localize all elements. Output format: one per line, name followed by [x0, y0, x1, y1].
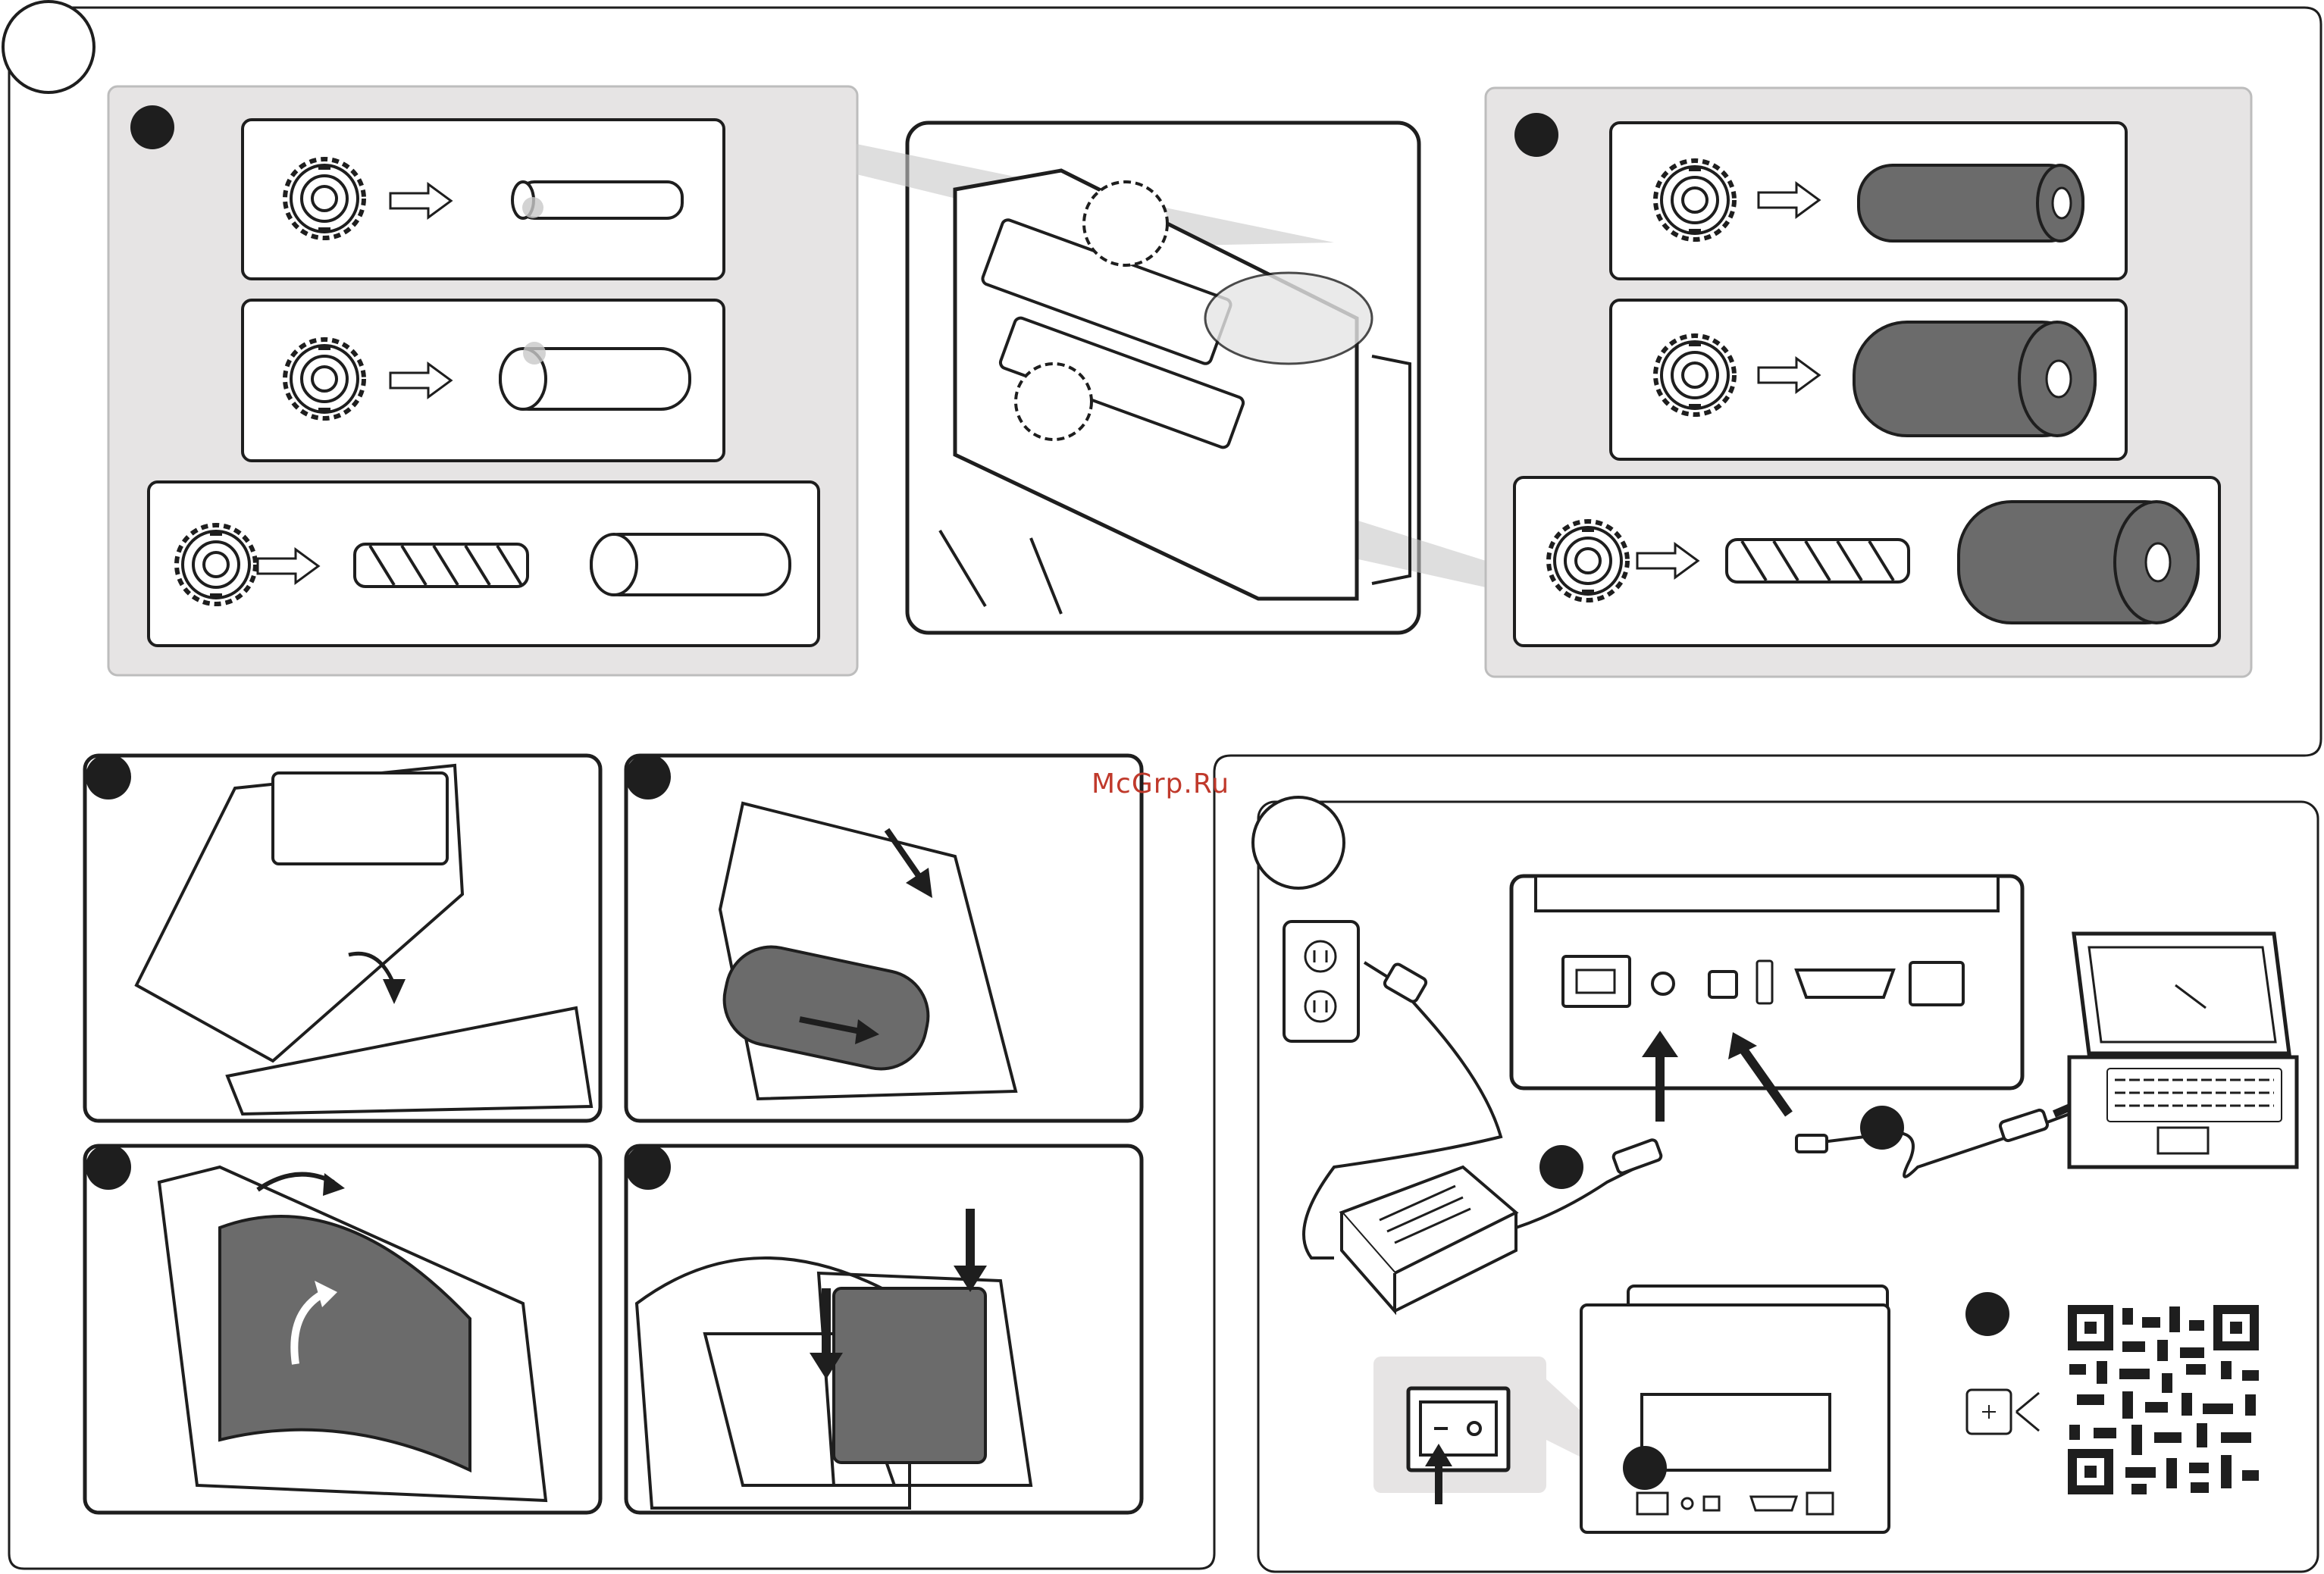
core-adapter: [355, 544, 528, 587]
ribbon-roll-small: [1859, 165, 2083, 241]
step-2-marker: [1514, 113, 1558, 157]
step-usb-marker: [1860, 1106, 1904, 1150]
insert-ribbon-step: [625, 754, 1142, 1121]
qr-code: [2068, 1305, 2259, 1494]
step-5-marker: [86, 1144, 131, 1190]
step-switch-marker: [1623, 1446, 1667, 1490]
wind-ribbon-step: [85, 1144, 600, 1513]
spindle-to-empty-core-small: [243, 120, 724, 279]
ethernet-port: [1910, 962, 1963, 1005]
empty-core-wide: [591, 534, 790, 595]
step-qr-marker: [1965, 1292, 2009, 1336]
ribbon-installation-steps: [85, 754, 1142, 1513]
core-adapter: [1727, 540, 1909, 582]
step-1-marker: [130, 105, 174, 149]
step-3-marker: [86, 754, 131, 800]
close-cover-step: [625, 1144, 1142, 1513]
dc-jack-port: [1652, 973, 1674, 994]
spindle-to-adapter-and-core: [149, 482, 819, 646]
printer-front-view: [1581, 1286, 1889, 1532]
spindle-to-adapter-and-ribbon-roll-large: [1514, 477, 2219, 646]
section-b-badge: [1253, 797, 1344, 888]
open-printer-step: [85, 754, 600, 1121]
ribbon-roll-medium: [1854, 322, 2095, 436]
section-a-badge: [3, 2, 94, 92]
watermark-text: McGrp.Ru: [1092, 768, 1229, 800]
spindle-to-ribbon-roll-medium: [1611, 300, 2126, 459]
usb-b-port: [1709, 972, 1737, 997]
spindle-to-ribbon-roll-small: [1611, 123, 2126, 279]
spindle-to-empty-core-large: [243, 300, 724, 461]
qr-code-area: [1965, 1292, 2259, 1494]
step-6-marker: [625, 1144, 671, 1190]
ribbon-options-group: [1486, 88, 2251, 677]
laptop: [2069, 934, 2297, 1167]
empty-core-large: [500, 342, 690, 409]
printer-rear-ports: [1511, 876, 2022, 1122]
ribbon-roll-large: [1959, 502, 2198, 623]
power-adapter: [1342, 1139, 1662, 1311]
power-outlet: [1284, 922, 1358, 1041]
scan-icon: [1967, 1390, 2039, 1434]
empty-core-small: [512, 182, 682, 218]
usb-a-port: [1757, 961, 1772, 1003]
connection-section: [1253, 797, 2318, 1572]
step-4-marker: [625, 754, 671, 800]
step-power-marker: [1539, 1145, 1583, 1189]
serial-port: [1796, 970, 1893, 997]
printer-ribbon-mechanism: [857, 123, 1486, 633]
core-options-group: [108, 86, 857, 675]
